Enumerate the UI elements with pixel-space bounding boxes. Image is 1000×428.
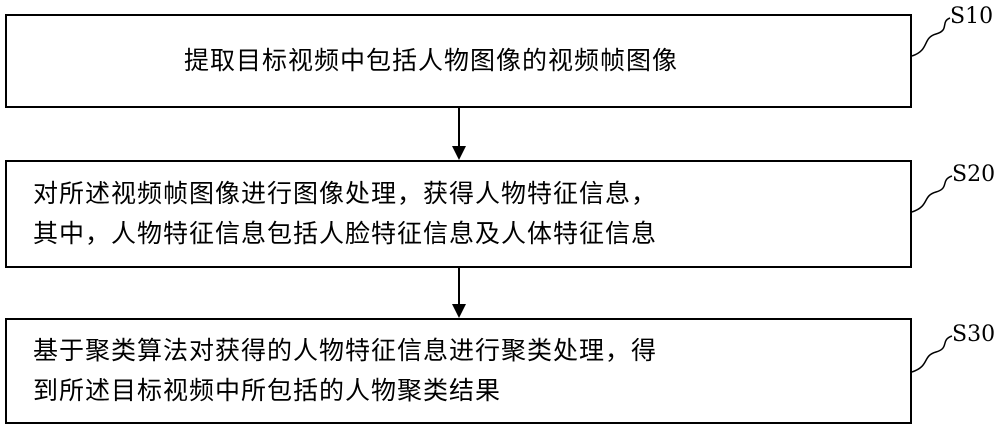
arrow-2-head — [452, 304, 466, 318]
step-s30-line-2: 到所述目标视频中所包括的人物聚类结果 — [33, 376, 502, 405]
step-label-s10: S10 — [950, 4, 994, 29]
step-label-s20: S20 — [952, 162, 996, 187]
leader-s20 — [911, 175, 953, 213]
leader-s10 — [911, 17, 951, 57]
step-s10-line-1: 提取目标视频中包括人物图像的视频帧图像 — [183, 46, 678, 75]
step-box-s10: 提取目标视频中包括人物图像的视频帧图像 — [5, 14, 912, 108]
leader-s30 — [911, 335, 953, 373]
step-s20-line-2: 其中，人物特征信息包括人脸特征信息及人体特征信息 — [33, 219, 658, 248]
step-s30-line-1: 基于聚类算法对获得的人物特征信息进行聚类处理，得 — [33, 336, 658, 365]
step-box-s30: 基于聚类算法对获得的人物特征信息进行聚类处理，得 到所述目标视频中所包括的人物聚… — [5, 318, 912, 424]
step-label-s30: S30 — [952, 322, 996, 347]
arrow-1-head — [452, 146, 466, 160]
step-box-s20: 对所述视频帧图像进行图像处理，获得人物特征信息， 其中，人物特征信息包括人脸特征… — [5, 160, 912, 268]
step-s20-line-1: 对所述视频帧图像进行图像处理，获得人物特征信息， — [33, 179, 658, 208]
